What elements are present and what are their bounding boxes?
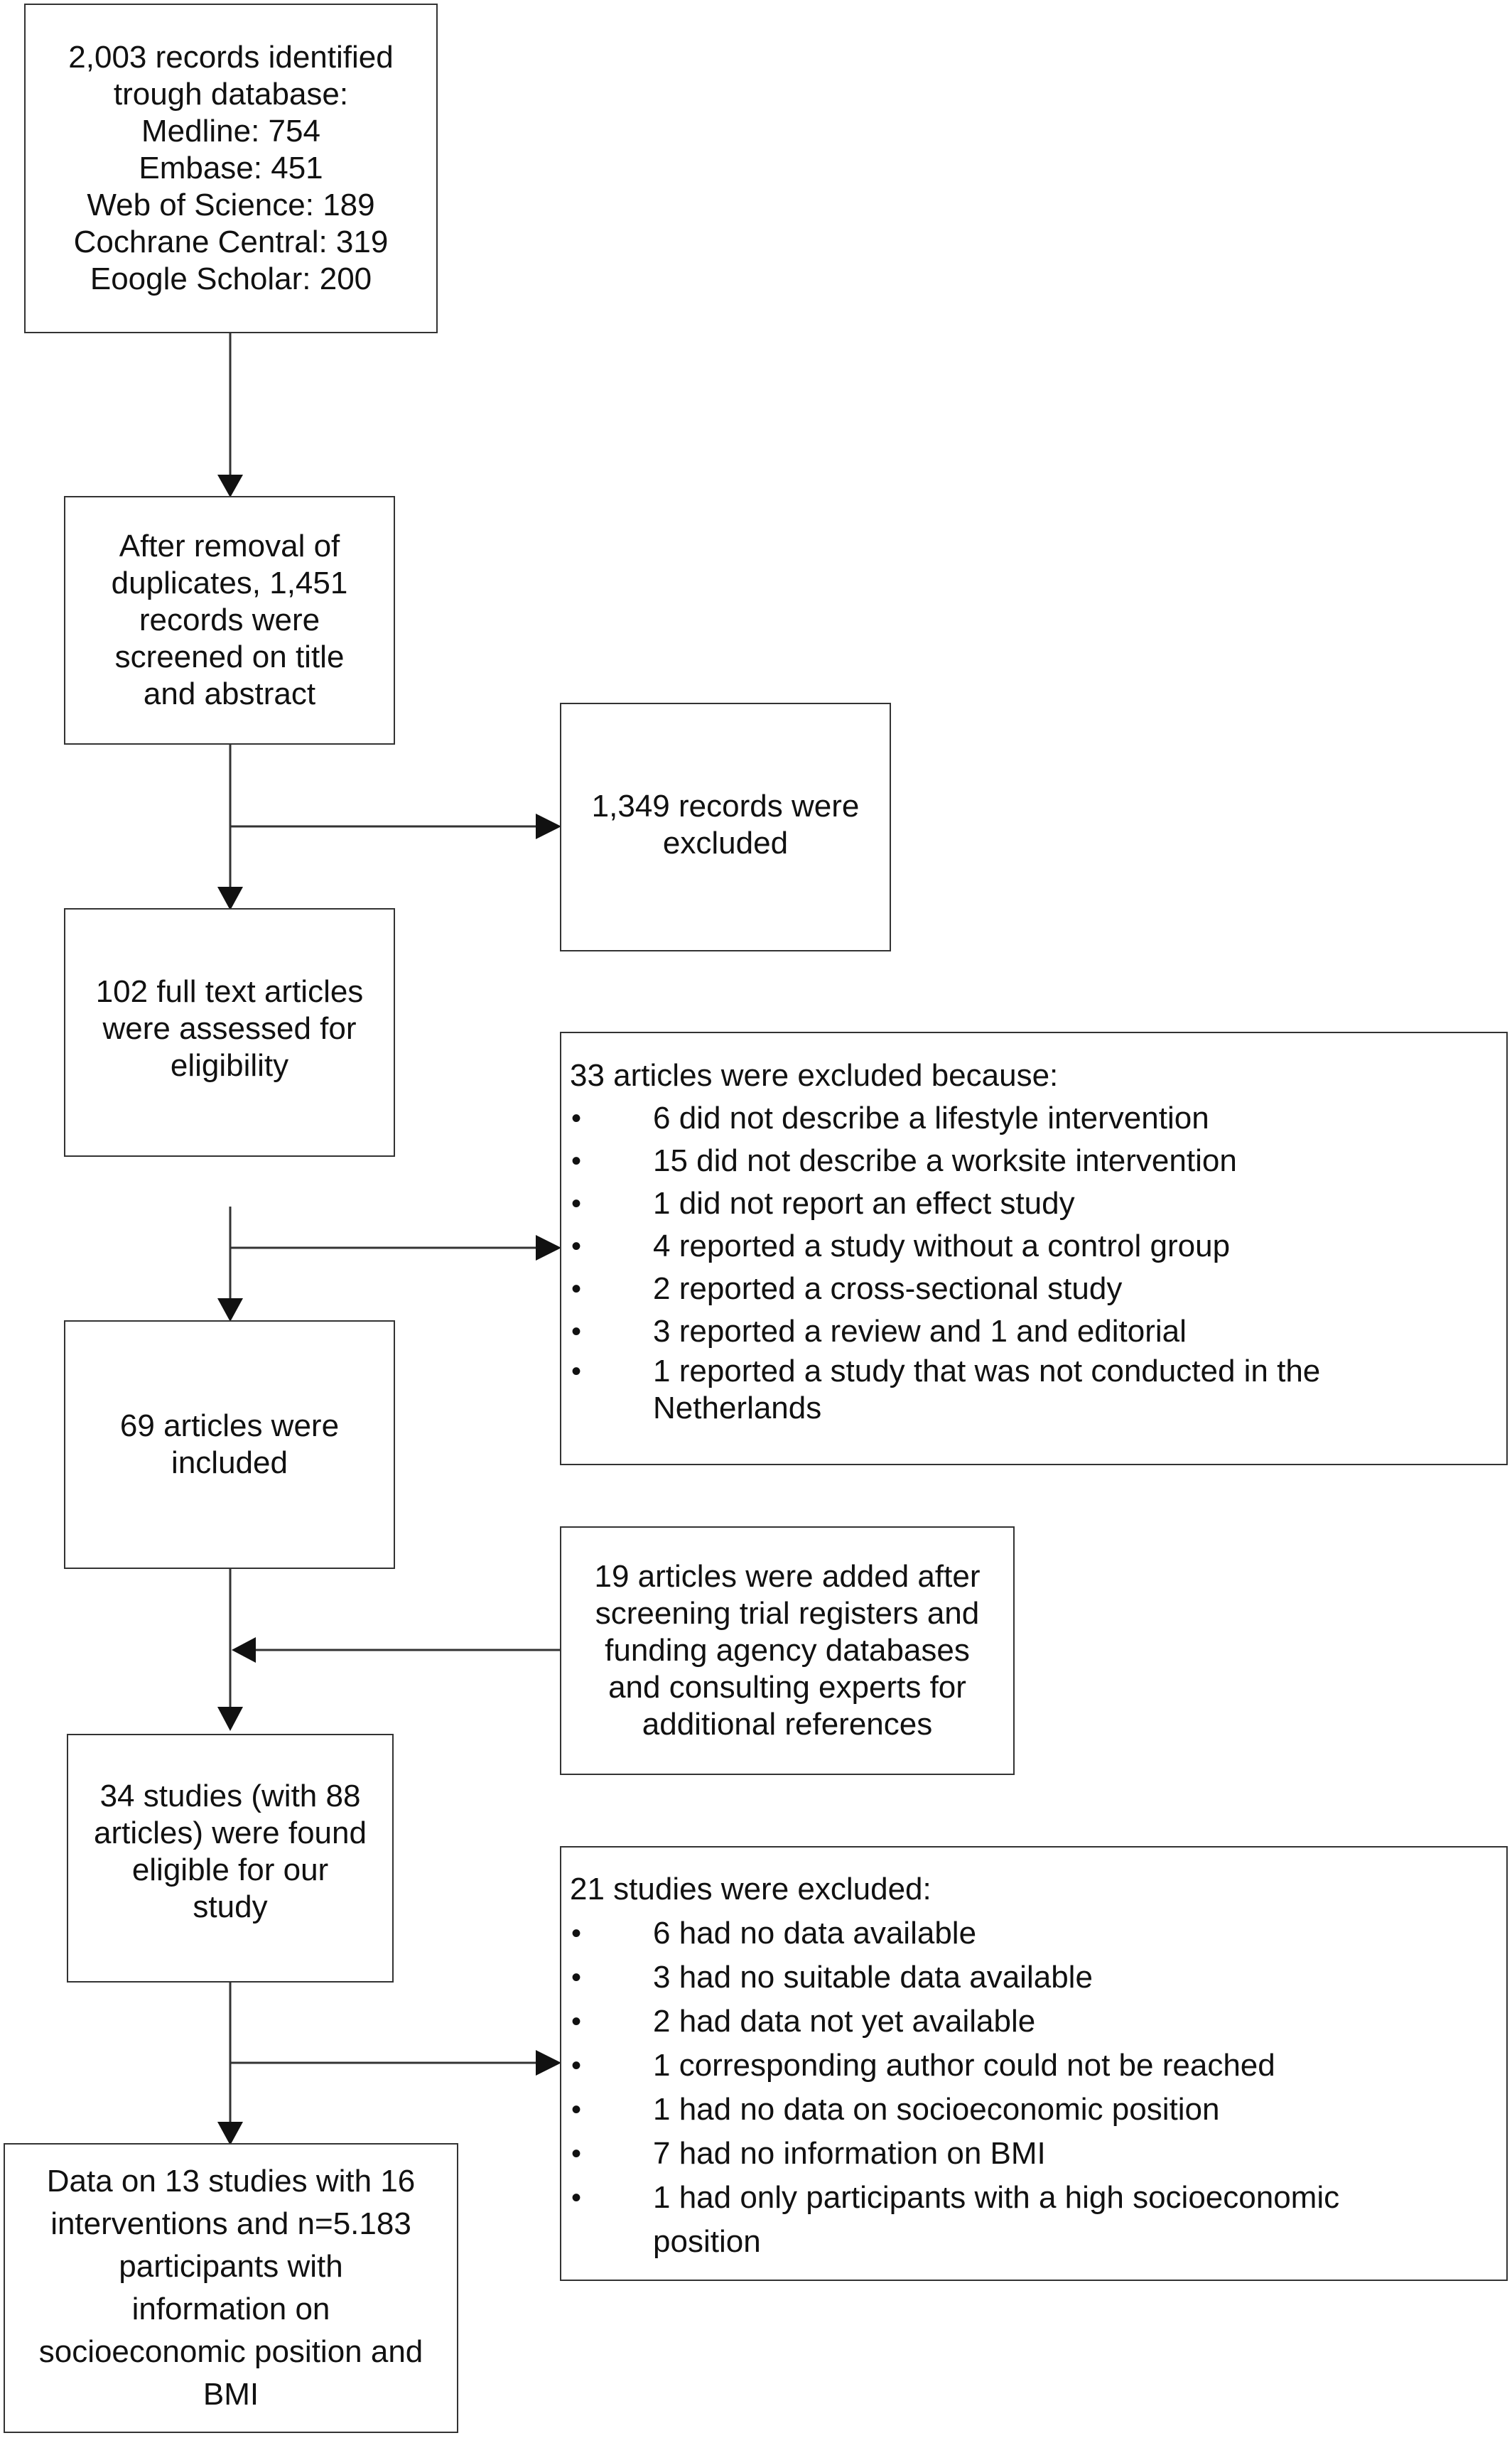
box-text-line: trough database: (113, 77, 349, 112)
arrowhead-to-included (217, 1298, 243, 1322)
list-item: 3 reported a review and 1 and editorial (570, 1310, 1506, 1353)
records-excluded-box: 1,349 records were excluded (560, 703, 891, 951)
box-text-line: Web of Science: 189 (87, 188, 375, 222)
articles-included-box: 69 articles were included (64, 1320, 395, 1569)
box-text-line: socioeconomic position and (38, 2334, 423, 2369)
list-item: 2 reported a cross-sectional study (570, 1268, 1506, 1310)
arrowhead-to-screened (217, 475, 243, 497)
list-item: 1 had no data on socioeconomic position (570, 2088, 1506, 2132)
box-text-line: records were (139, 603, 320, 637)
box-text-line: After removal of (119, 529, 340, 563)
records-screened-box: After removal of duplicates, 1,451 recor… (64, 496, 395, 745)
studies-excluded-list: 6 had no data available 3 had no suitabl… (570, 1911, 1506, 2264)
box-text-line: duplicates, 1,451 (111, 566, 348, 600)
box-text-line: were assessed for (102, 1011, 357, 1046)
box-text-line: included (171, 1445, 288, 1480)
box-text-line: articles) were found (94, 1816, 367, 1850)
articles-added-box: 19 articles were added after screening t… (560, 1526, 1015, 1775)
arrowhead-to-records-excluded (536, 814, 561, 839)
box-text-line: funding agency databases (605, 1633, 970, 1668)
list-item: 1 had only participants with a high soci… (570, 2176, 1392, 2264)
list-item: 15 did not describe a worksite intervent… (570, 1140, 1506, 1182)
box-text-line: study (193, 1889, 268, 1924)
box-text-line: information on (131, 2292, 330, 2326)
articles-excluded-heading: 33 articles were excluded because: (570, 1058, 1059, 1093)
arrowhead-to-eligible (217, 1707, 243, 1731)
records-identified-box: 2,003 records identified trough database… (24, 4, 438, 333)
box-text-line: screening trial registers and (595, 1596, 980, 1631)
box-text-line: BMI (202, 2377, 259, 2412)
box-text-line: eligible for our (131, 1852, 329, 1887)
box-text-line: Embase: 451 (139, 151, 323, 185)
final-data-box: Data on 13 studies with 16 interventions… (4, 2143, 458, 2433)
box-text-line: screened on title (114, 640, 345, 674)
articles-excluded-list: 6 did not describe a lifestyle intervent… (570, 1097, 1506, 1427)
articles-excluded-box: 33 articles were excluded because: 6 did… (560, 1032, 1508, 1465)
box-text-line: 34 studies (with 88 (99, 1779, 361, 1813)
box-text-line: and abstract (143, 676, 316, 711)
box-text-line: 102 full text articles (95, 974, 364, 1009)
box-text-line: 2,003 records identified (68, 40, 394, 75)
list-item: 6 did not describe a lifestyle intervent… (570, 1097, 1506, 1140)
arrowhead-added-into-flow (232, 1637, 256, 1663)
box-text-line: Cochrane Central: 319 (73, 225, 389, 259)
list-item: 1 did not report an effect study (570, 1182, 1506, 1225)
box-text-line: 69 articles were (119, 1408, 340, 1443)
box-text-line: eligibility (170, 1048, 289, 1083)
arrowhead-to-studies-excluded (536, 2050, 561, 2076)
list-item: 1 corresponding author could not be reac… (570, 2044, 1506, 2088)
arrowhead-to-fulltext (217, 887, 243, 910)
arrowhead-to-final (217, 2122, 243, 2145)
box-text-line: Data on 13 studies with 16 (46, 2164, 416, 2199)
list-item: 1 reported a study that was not conducte… (570, 1353, 1392, 1427)
box-text-line: additional references (642, 1707, 933, 1742)
box-text-line: interventions and n=5.183 (50, 2206, 411, 2241)
box-text-line: 19 articles were added after (594, 1559, 981, 1594)
list-item: 3 had no suitable data available (570, 1956, 1506, 2000)
list-item: 6 had no data available (570, 1911, 1506, 1956)
list-item: 7 had no information on BMI (570, 2132, 1506, 2176)
box-text-line: 1,349 records were (591, 789, 860, 824)
box-text-line: Eoogle Scholar: 200 (90, 261, 372, 296)
box-text-line: excluded (662, 826, 789, 861)
fulltext-assessed-box: 102 full text articles were assessed for… (64, 908, 395, 1157)
studies-eligible-box: 34 studies (with 88 articles) were found… (67, 1734, 394, 1983)
box-text-line: participants with (119, 2249, 343, 2284)
list-item: 2 had data not yet available (570, 2000, 1506, 2044)
list-item: 4 reported a study without a control gro… (570, 1225, 1506, 1268)
studies-excluded-heading: 21 studies were excluded: (570, 1872, 932, 1906)
arrowhead-to-articles-excluded (536, 1235, 561, 1261)
box-text-line: Medline: 754 (141, 114, 320, 149)
studies-excluded-box: 21 studies were excluded: 6 had no data … (560, 1846, 1508, 2281)
box-text-line: and consulting experts for (608, 1670, 966, 1705)
